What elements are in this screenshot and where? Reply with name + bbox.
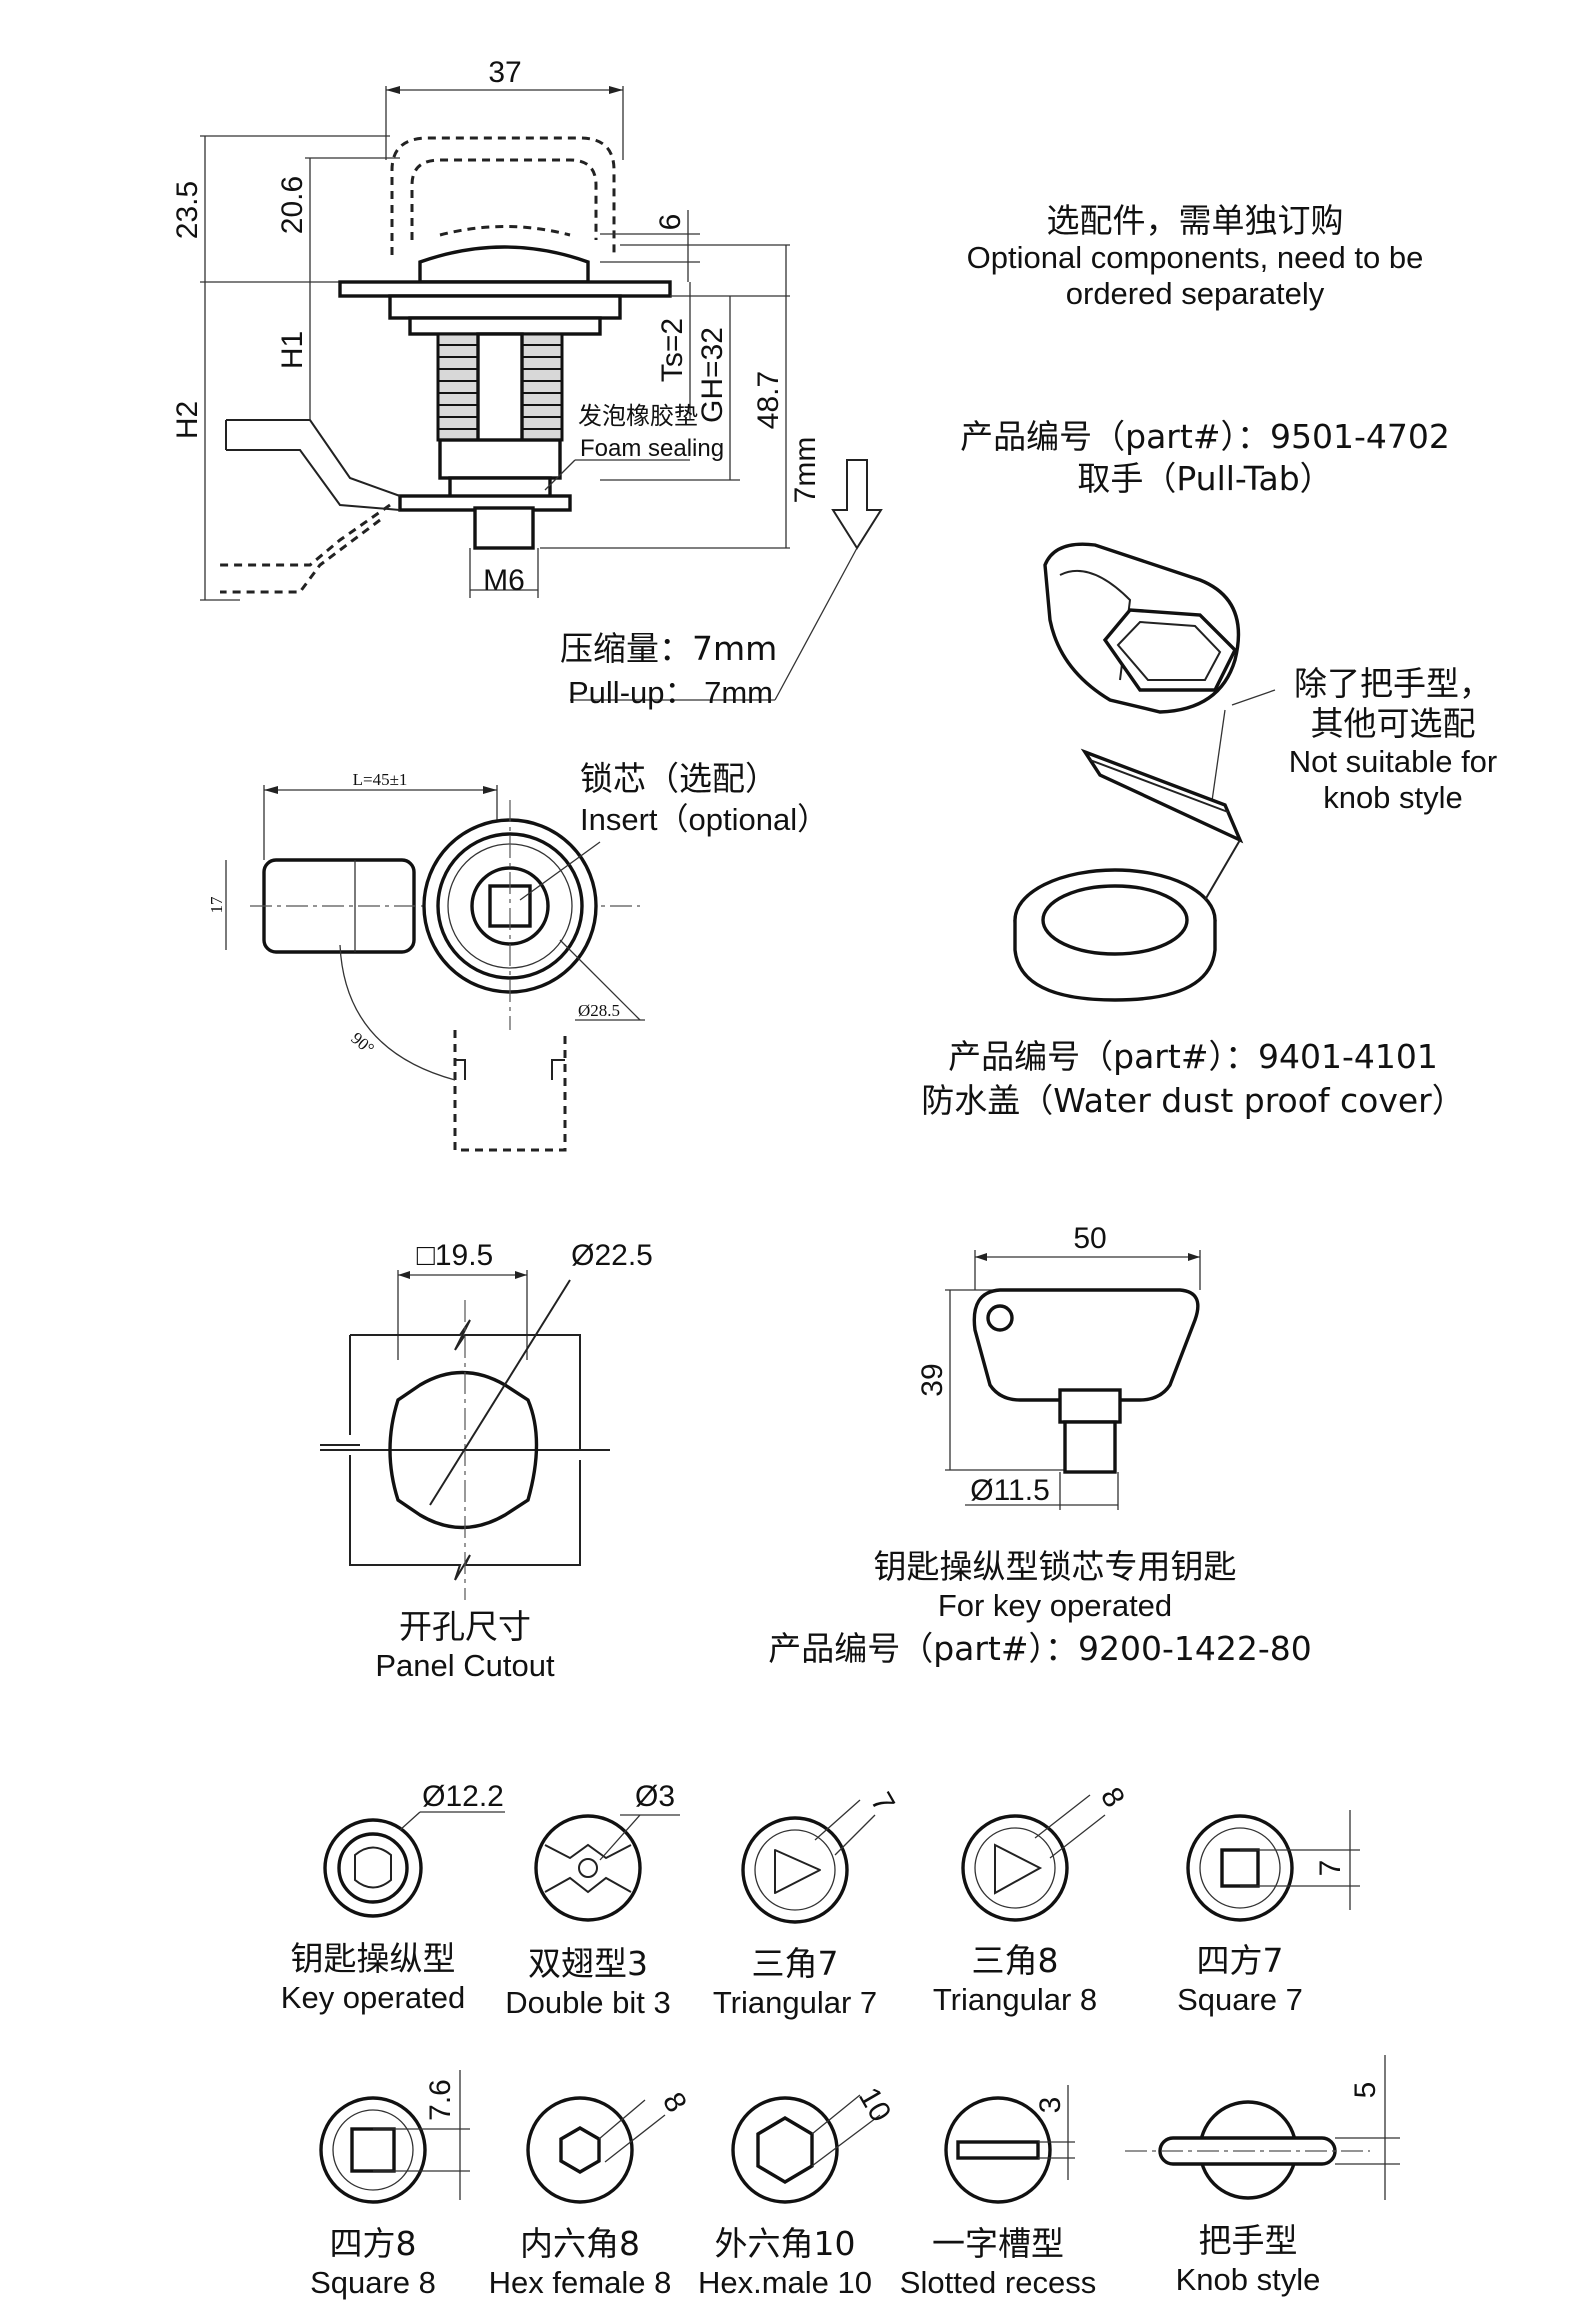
dim-width-37: 37: [488, 56, 521, 89]
insert-key-en: Key operated: [281, 1980, 465, 2015]
insert-dim-tri7: 7: [864, 1787, 901, 1818]
foam-sealing-en: Foam sealing: [580, 435, 724, 462]
insert-tri8-en: Triangular 8: [933, 1982, 1097, 2017]
dim-dia-28-5: Ø28.5: [578, 1001, 620, 1020]
cutout-dim-square: □19.5: [417, 1239, 494, 1272]
key-title-en: For key operated: [938, 1588, 1172, 1623]
insert-triangular-7: 7 三角7 Triangular 7: [713, 1787, 901, 2020]
insert-knob: 5 把手型 Knob style: [1125, 2055, 1400, 2297]
pullup-en: Pull-up： 7mm: [568, 675, 773, 710]
cutout-title-cn: 开孔尺寸: [399, 1607, 531, 1646]
note-cn-1: 除了把手型，: [1294, 664, 1492, 703]
insert-hex10-cn: 外六角10: [715, 2224, 856, 2263]
insert-key-cn: 钥匙操纵型: [291, 1939, 456, 1978]
dim-m6: M6: [483, 564, 525, 597]
insert-slot-en: Slotted recess: [900, 2265, 1096, 2300]
insert-double-bit-cn: 双翅型3: [528, 1944, 648, 1983]
insert-types-row-2: 7.6 四方8 Square 8 8 内六角8 Hex female 8 10 …: [310, 2055, 1400, 2300]
dim-l: L=45±1: [353, 770, 408, 789]
cover-name: 防水盖（Water dust proof cover）: [921, 1081, 1465, 1120]
insert-hex-male-10: 10 外六角10 Hex.male 10: [698, 2082, 897, 2300]
note-en-2: knob style: [1323, 780, 1463, 815]
pull-tab-name: 取手（Pull-Tab）: [1077, 459, 1332, 498]
insert-sq7-en: Square 7: [1177, 1982, 1303, 2017]
dim-h2: H2: [171, 401, 204, 439]
insert-tri7-cn: 三角7: [752, 1944, 839, 1983]
insert-key-operated: Ø12.2 钥匙操纵型 Key operated: [281, 1780, 505, 2015]
cutout-title-en: Panel Cutout: [375, 1648, 555, 1683]
insert-dim-knob: 5: [1349, 2082, 1382, 2099]
insert-dim-slot: 3: [1034, 2097, 1067, 2114]
insert-square-8: 7.6 四方8 Square 8: [310, 2070, 470, 2300]
insert-sq8-en: Square 8: [310, 2265, 436, 2300]
cutout-dim-dia: Ø22.5: [571, 1239, 653, 1272]
pullup-cn: 压缩量：7mm: [560, 629, 777, 668]
foam-sealing-cn: 发泡橡胶垫: [578, 402, 698, 430]
dim-6: 6: [654, 214, 687, 231]
insert-hex8-cn: 内六角8: [520, 2224, 640, 2263]
insert-hex-female-8: 8 内六角8 Hex female 8: [489, 2087, 693, 2300]
insert-slot-cn: 一字槽型: [932, 2224, 1064, 2263]
insert-slotted: 3 一字槽型 Slotted recess: [900, 2085, 1096, 2300]
insert-knob-cn: 把手型: [1199, 2221, 1298, 2260]
optional-title-cn: 选配件，需单独订购: [1047, 201, 1344, 240]
key-title-cn: 钥匙操纵型锁芯专用钥匙: [874, 1547, 1237, 1586]
dim-7mm: 7mm: [789, 437, 822, 504]
insert-dim-key: Ø12.2: [422, 1780, 504, 1813]
insert-tri8-cn: 三角8: [972, 1941, 1059, 1980]
top-view: L=45±1 17 90° Ø28.5 锁芯（选配） Insert（option…: [207, 759, 828, 1152]
insert-hex10-en: Hex.male 10: [698, 2265, 872, 2300]
insert-types: Ø12.2 钥匙操纵型 Key operated Ø3 双翅型3 Double …: [281, 1780, 1360, 2020]
insert-sq8-cn: 四方8: [330, 2224, 417, 2263]
pull-tab-part: 产品编号（part#）：9501-4702: [960, 417, 1450, 456]
key-drawing: 50 39 Ø11.5 钥匙操纵型锁芯专用钥匙 For key operated…: [768, 1222, 1312, 1668]
note-en-1: Not suitable for: [1289, 744, 1498, 779]
insert-tri7-en: Triangular 7: [713, 1985, 877, 2020]
dim-20-6: 20.6: [276, 176, 309, 234]
optional-title-en-2: ordered separately: [1066, 276, 1325, 311]
dim-17: 17: [207, 896, 226, 914]
insert-dim-sq7: 7: [1314, 1860, 1347, 1877]
dim-23-5: 23.5: [171, 181, 204, 239]
optional-title-en-1: Optional components, need to be: [967, 240, 1424, 275]
dim-h1: H1: [276, 331, 309, 369]
insert-double-bit: Ø3 双翅型3 Double bit 3: [505, 1780, 680, 2020]
insert-dim-tri8: 8: [1094, 1782, 1131, 1813]
pull-tab-illustration: [1043, 542, 1241, 714]
insert-knob-en: Knob style: [1176, 2262, 1321, 2297]
panel-cutout: □19.5 Ø22.5 开孔尺寸 Panel Cutout: [320, 1239, 653, 1683]
dim-gh: GH=32: [696, 327, 729, 423]
insert-triangular-8: 8 三角8 Triangular 8: [933, 1782, 1131, 2017]
insert-square-7: 7 四方7 Square 7: [1177, 1810, 1360, 2017]
key-part: 产品编号（part#）：9200-1422-80: [768, 1629, 1312, 1668]
dim-ts: Ts=2: [656, 318, 689, 382]
insert-dim-sq8: 7.6: [424, 2079, 457, 2121]
key-dim-dia: Ø11.5: [970, 1474, 1050, 1507]
insert-dim-hex8: 8: [656, 2087, 693, 2118]
side-view: 37 23.5 20.6: [171, 56, 883, 710]
insert-cn: 锁芯（选配）: [580, 759, 778, 798]
key-dim-39: 39: [916, 1363, 949, 1396]
insert-en: Insert（optional）: [580, 802, 828, 837]
insert-sq7-cn: 四方7: [1197, 1941, 1284, 1980]
insert-double-bit-en: Double bit 3: [505, 1985, 670, 2020]
insert-hex8-en: Hex female 8: [489, 2265, 672, 2300]
key-dim-50: 50: [1073, 1222, 1106, 1255]
optional-components: 选配件，需单独订购 Optional components, need to b…: [921, 201, 1497, 1120]
note-cn-2: 其他可选配: [1311, 704, 1476, 743]
dim-48-7: 48.7: [752, 371, 785, 429]
dust-cover-illustration: [1013, 748, 1244, 1002]
insert-dim-hex10: 10: [852, 2082, 897, 2127]
cover-part: 产品编号（part#）：9401-4101: [948, 1037, 1438, 1076]
insert-dim-double-bit: Ø3: [635, 1780, 675, 1813]
